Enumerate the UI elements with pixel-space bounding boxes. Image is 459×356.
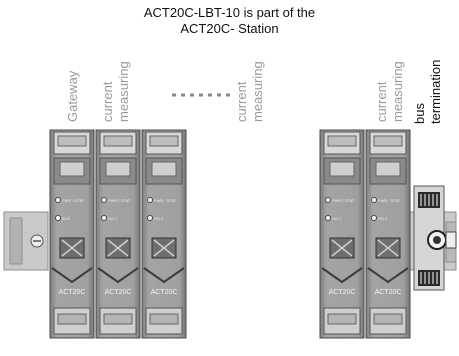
bottom-connector bbox=[149, 313, 179, 325]
bottom-connector bbox=[373, 313, 403, 325]
badge-mark bbox=[153, 239, 175, 257]
led-1-label: PWR / STAT bbox=[108, 198, 131, 203]
module-brand: ACT20C bbox=[105, 289, 132, 296]
module-brand: ACT20C bbox=[59, 289, 86, 296]
chevron-mark bbox=[143, 267, 185, 284]
gateway-module: PWR / STAT BUS ACT20C bbox=[49, 129, 95, 339]
chevron-mark bbox=[97, 267, 139, 284]
led-2 bbox=[55, 215, 61, 221]
led-2 bbox=[147, 215, 153, 221]
badge-mark bbox=[107, 239, 129, 257]
chevron-mark bbox=[51, 267, 93, 284]
led-1 bbox=[325, 197, 331, 203]
module-brand: ACT20C bbox=[151, 289, 178, 296]
led-1 bbox=[101, 197, 107, 203]
chevron-mark bbox=[321, 267, 363, 284]
upper-plug bbox=[329, 161, 355, 177]
top-connector bbox=[57, 135, 87, 147]
chevron-mark bbox=[367, 267, 409, 284]
upper-plug bbox=[59, 161, 85, 177]
bus-termination-block bbox=[413, 185, 457, 291]
led-1 bbox=[55, 197, 61, 203]
led-1-label: PWR / STAT bbox=[332, 198, 355, 203]
measuring-module-4: PWR / STAT RO 1 ACT20C bbox=[365, 129, 411, 339]
top-connector bbox=[103, 135, 133, 147]
led-2-label: RO 1 bbox=[108, 216, 118, 221]
led-2 bbox=[101, 215, 107, 221]
din-rail-left bbox=[3, 211, 49, 271]
badge-mark bbox=[377, 239, 399, 257]
upper-plug bbox=[105, 161, 131, 177]
measuring-module-2: PWR / STAT RO 1 ACT20C bbox=[141, 129, 187, 339]
led-1-label: PWR / STAT bbox=[154, 198, 177, 203]
module-brand: ACT20C bbox=[329, 289, 356, 296]
led-2-label: RO 1 bbox=[332, 216, 342, 221]
bottom-connector bbox=[327, 313, 357, 325]
led-1 bbox=[147, 197, 153, 203]
led-2 bbox=[325, 215, 331, 221]
led-2-label: BUS bbox=[62, 216, 71, 221]
measuring-module-1: PWR / STAT RO 1 ACT20C bbox=[95, 129, 141, 339]
diagram-title-line-1: ACT20C-LBT-10 is part of the bbox=[143, 5, 316, 20]
led-2-label: RO 1 bbox=[378, 216, 388, 221]
bottom-connector bbox=[103, 313, 133, 325]
bottom-connector bbox=[57, 313, 87, 325]
module-brand: ACT20C bbox=[375, 289, 402, 296]
upper-plug bbox=[375, 161, 401, 177]
led-1-label: PWR / STAT bbox=[62, 198, 85, 203]
led-2 bbox=[371, 215, 377, 221]
led-1-label: PWR / STAT bbox=[378, 198, 401, 203]
led-1 bbox=[371, 197, 377, 203]
led-2-label: RO 1 bbox=[154, 216, 164, 221]
badge-mark bbox=[331, 239, 353, 257]
badge-mark bbox=[61, 239, 83, 257]
top-connector bbox=[149, 135, 179, 147]
top-connector bbox=[373, 135, 403, 147]
diagram-title-line-2: ACT20C- Station bbox=[180, 21, 279, 36]
upper-plug bbox=[151, 161, 177, 177]
top-connector bbox=[327, 135, 357, 147]
measuring-module-3: PWR / STAT RO 1 ACT20C bbox=[319, 129, 365, 339]
